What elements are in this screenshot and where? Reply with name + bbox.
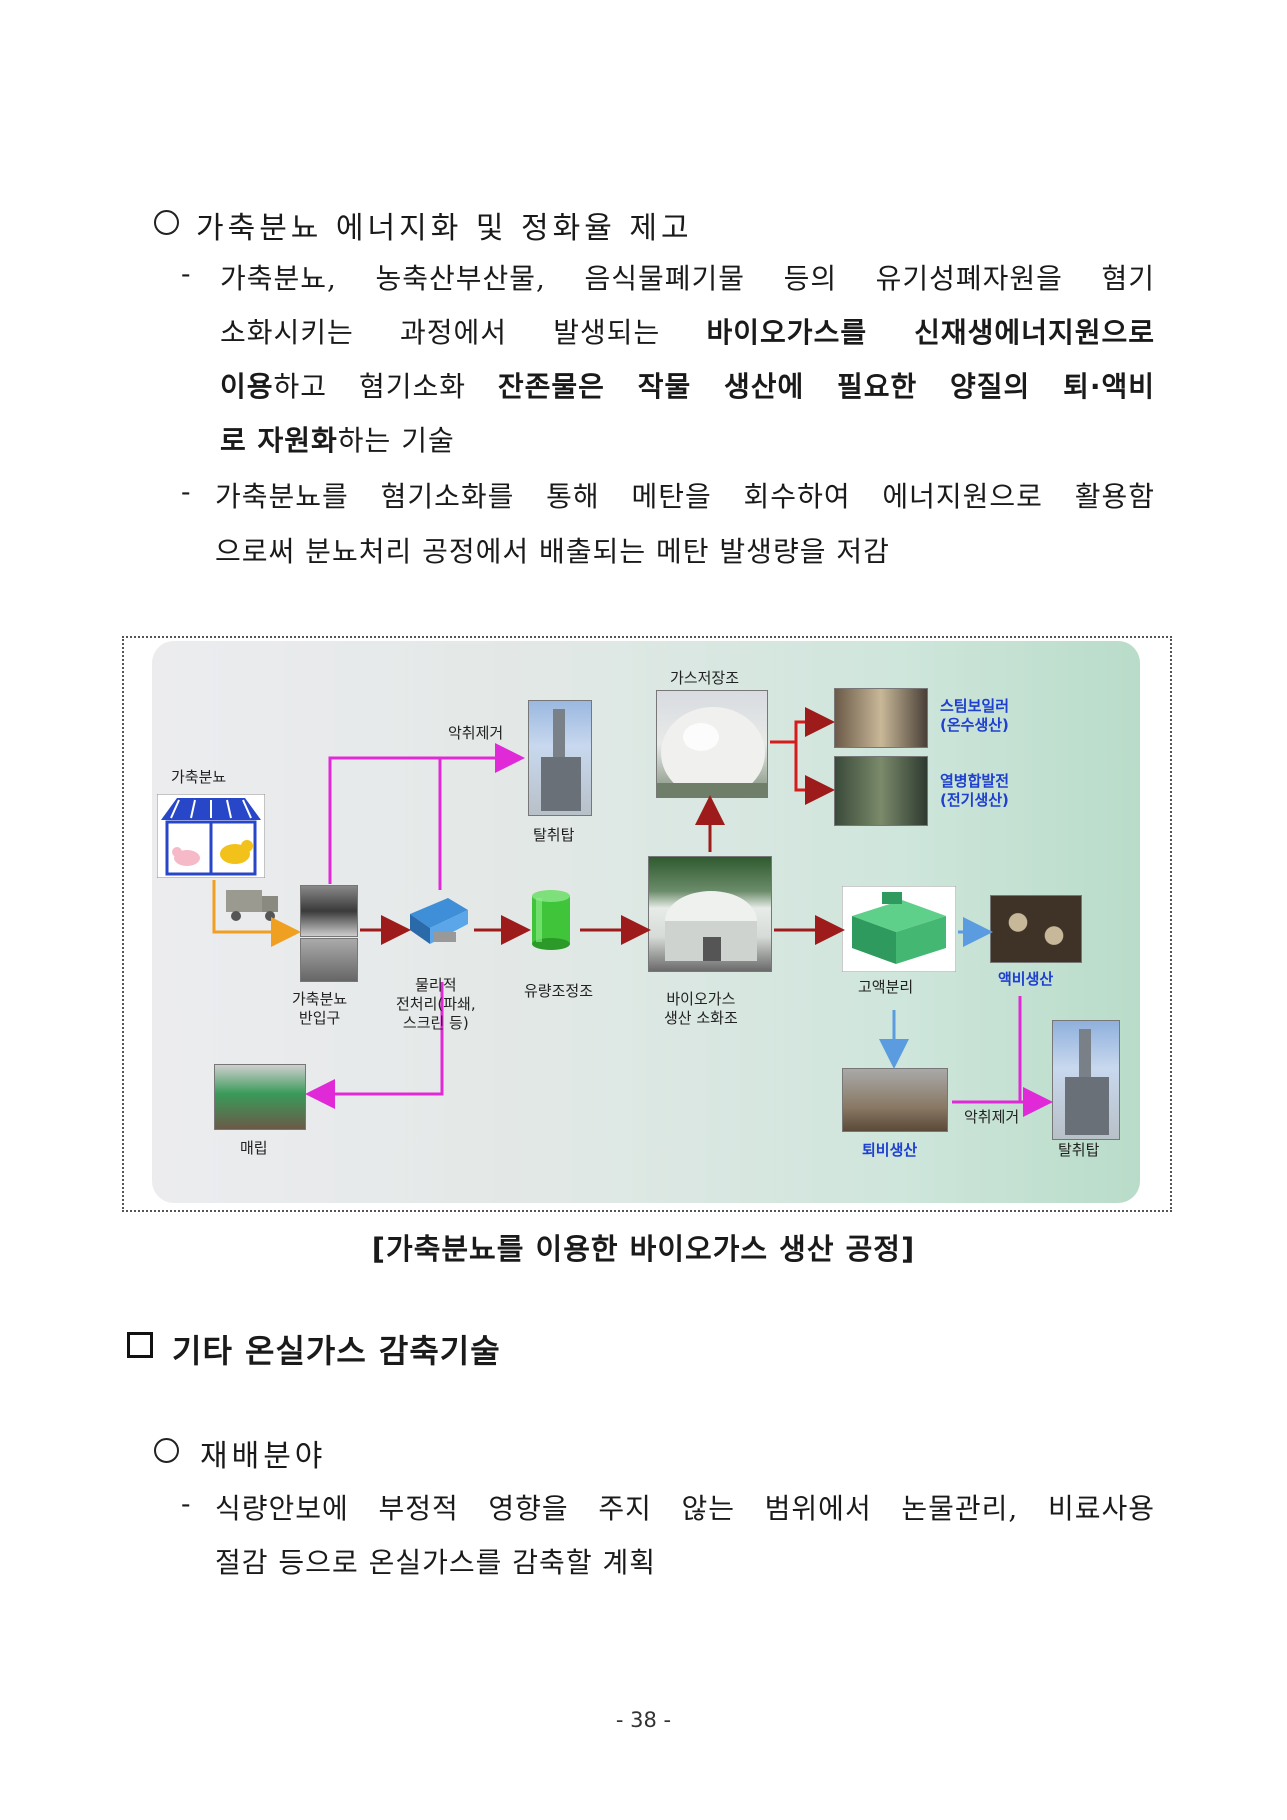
label-digester: 바이오가스 생산 소화조 (664, 990, 738, 1028)
label-pretreatment-line3: 스크린 등) (402, 1014, 469, 1032)
circle-bullet-icon (154, 1438, 179, 1463)
label-odor-removal-bottom: 악취제거 (964, 1108, 1020, 1126)
compost-photo (842, 1068, 948, 1132)
flow-tank-icon (526, 888, 576, 950)
bullet1-line2-normal: 소화시키는 과정에서 발생되는 (220, 316, 707, 349)
label-pretreatment: 물리적 전처리(파쇄, 스크린 등) (396, 976, 476, 1033)
label-steam-boiler-line1: 스팀보일러 (940, 697, 1010, 715)
separator-machine-icon (841, 885, 957, 973)
bullet1-line2-bold: 바이오가스를 신재생에너지원으로 (706, 316, 1155, 349)
bullet1-line4-bold: 로 자원화 (220, 424, 338, 457)
label-flow-tank: 유량조정조 (524, 982, 594, 1000)
deodorizing-tower-bottom-photo (1052, 1020, 1120, 1140)
label-pretreatment-line2: 전처리(파쇄, (396, 995, 476, 1013)
bullet1-line2: 소화시키는 과정에서 발생되는 바이오가스를 신재생에너지원으로 (220, 311, 1155, 351)
inlet-photo (300, 885, 358, 937)
bullet1-line4: 로 자원화하는 기술 (220, 419, 455, 459)
bullet1-line3-bold-a: 이용 (220, 370, 274, 403)
circle-bullet-icon (154, 210, 179, 235)
label-separation: 고액분리 (858, 978, 914, 996)
pretreatment-machine-icon (404, 892, 472, 952)
label-pretreatment-line1: 물리적 (415, 976, 457, 994)
label-inlet: 가축분뇨 반입구 (292, 990, 347, 1028)
label-livestock-manure: 가축분뇨 (171, 768, 227, 786)
label-digester-line1: 바이오가스 (666, 990, 736, 1008)
label-steam-boiler: 스팀보일러 (온수생산) (940, 697, 1009, 735)
label-chp-line1: 열병합발전 (940, 772, 1010, 790)
label-gas-storage: 가스저장조 (670, 669, 740, 687)
label-landfill: 매립 (240, 1139, 268, 1157)
deodorizing-tower-top-photo (528, 700, 592, 816)
bullet2-line1: 가축분뇨를 혐기소화를 통해 메탄을 회수하여 에너지원으로 활용함 (215, 480, 1155, 513)
landfill-photo (214, 1064, 306, 1130)
bullet1-line3-normal: 하고 혐기소화 (273, 370, 498, 403)
section2-bullet-line2: 절감 등으로 온실가스를 감축할 계획 (215, 1546, 657, 1579)
page-number: - 38 - (615, 1708, 672, 1732)
label-inlet-line1: 가축분뇨 (292, 990, 348, 1008)
label-odor-removal-top: 악취제거 (448, 724, 504, 742)
section2-subheading: 재배분야 (200, 1439, 327, 1474)
section1-heading: 가축분뇨 에너지화 및 정화율 제고 (196, 211, 693, 246)
truck-icon (224, 886, 282, 922)
gas-storage-photo (656, 690, 768, 798)
figure-caption: [가축분뇨를 이용한 바이오가스 생산 공정] (371, 1232, 916, 1266)
square-bullet-icon (127, 1332, 153, 1358)
bullet1-line3: 이용하고 혐기소화 잔존물은 작물 생산에 필요한 양질의 퇴·액비 (220, 365, 1155, 405)
label-digester-line2: 생산 소화조 (664, 1009, 738, 1027)
bullet2-line2: 으로써 분뇨처리 공정에서 배출되는 메탄 발생량을 저감 (215, 535, 890, 568)
barn-icon (156, 793, 266, 879)
label-chp-line2: (전기생산) (940, 791, 1009, 809)
label-liquid-fertilizer: 액비생산 (998, 970, 1054, 988)
label-steam-boiler-line2: (온수생산) (940, 716, 1009, 734)
label-deodorizing-tower-top: 탈취탑 (533, 826, 575, 844)
section2-bullet-line1: 식량안보에 부정적 영향을 주지 않는 범위에서 논물관리, 비료사용 (215, 1492, 1155, 1525)
section2-bullet-dash: - (181, 1487, 192, 1520)
chp-photo (834, 756, 928, 826)
label-compost: 퇴비생산 (862, 1141, 918, 1159)
steam-boiler-photo (834, 688, 928, 748)
bullet1-dash: - (181, 257, 192, 290)
section2-title: 기타 온실가스 감축기술 (172, 1332, 501, 1370)
digester-photo (648, 856, 772, 972)
liquid-fertilizer-photo (990, 895, 1082, 963)
label-chp: 열병합발전 (전기생산) (940, 772, 1009, 810)
inlet-photo-2 (300, 938, 358, 982)
bullet1-line3-bold-c: 잔존물은 작물 생산에 필요한 양질의 퇴·액비 (497, 370, 1155, 403)
label-deodorizing-tower-bottom: 탈취탑 (1058, 1141, 1100, 1159)
bullet1-line1: 가축분뇨, 농축산부산물, 음식물폐기물 등의 유기성폐자원을 혐기 (220, 262, 1155, 295)
label-inlet-line2: 반입구 (298, 1009, 341, 1027)
bullet2-dash: - (181, 475, 192, 508)
bullet1-line4-normal: 하는 기술 (337, 424, 455, 457)
